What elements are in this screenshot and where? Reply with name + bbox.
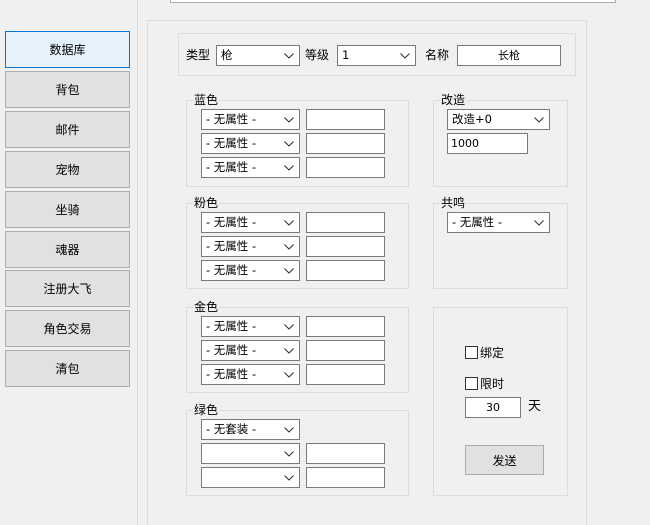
filter-bar (178, 33, 576, 76)
name-label: 名称 (425, 48, 450, 62)
chevron-down-icon (284, 372, 294, 378)
limit-checkbox[interactable] (465, 377, 478, 390)
days-input[interactable]: 30 (465, 397, 521, 418)
chevron-down-icon (534, 220, 544, 226)
blue-attr-select-3[interactable]: - 无属性 - (201, 157, 300, 178)
resonance-group-title: 共鸣 (440, 196, 467, 210)
bind-label[interactable]: 绑定 (480, 346, 505, 360)
chevron-down-icon (284, 427, 294, 433)
sidebar-item-backpack[interactable]: 背包 (5, 71, 130, 108)
pink-attr-select-3[interactable]: - 无属性 - (201, 260, 300, 281)
gold-attr-select-2-value: - 无属性 - (206, 343, 257, 357)
blue-value-input-2[interactable] (306, 133, 385, 154)
sidebar-item-database[interactable]: 数据库 (5, 31, 130, 68)
sidebar-item-mail[interactable]: 邮件 (5, 111, 130, 148)
chevron-down-icon (284, 268, 294, 274)
chevron-down-icon (400, 53, 410, 59)
blue-attr-select-1-value: - 无属性 - (206, 112, 257, 126)
green-group (186, 410, 409, 496)
pink-attr-select-2-value: - 无属性 - (206, 239, 257, 253)
gold-group (186, 307, 409, 393)
resonance-select-value: - 无属性 - (452, 215, 503, 229)
gold-attr-select-3-value: - 无属性 - (206, 367, 257, 381)
gold-group-title: 金色 (193, 300, 220, 314)
blue-attr-select-2[interactable]: - 无属性 - (201, 133, 300, 154)
chevron-down-icon (284, 348, 294, 354)
days-unit-label: 天 (528, 399, 542, 414)
chevron-down-icon (284, 53, 294, 59)
pink-group-title: 粉色 (193, 196, 220, 210)
sidebar-item-trade[interactable]: 角色交易 (5, 310, 130, 347)
sidebar-item-mount[interactable]: 坐骑 (5, 191, 130, 228)
pink-group (186, 203, 409, 289)
pink-value-input-3[interactable] (306, 260, 385, 281)
sidebar-item-clear-bag[interactable]: 清包 (5, 350, 130, 387)
pink-value-input-1[interactable] (306, 212, 385, 233)
level-select-value: 1 (342, 48, 350, 62)
green-value-input-1[interactable] (306, 443, 385, 464)
refine-value-input[interactable]: 1000 (447, 133, 528, 154)
chevron-down-icon (284, 324, 294, 330)
pink-value-input-2[interactable] (306, 236, 385, 257)
level-select[interactable]: 1 (337, 45, 416, 66)
chevron-down-icon (284, 451, 294, 457)
type-select[interactable]: 枪 (216, 45, 300, 66)
chevron-down-icon (284, 244, 294, 250)
gold-attr-select-3[interactable]: - 无属性 - (201, 364, 300, 385)
gold-value-input-3[interactable] (306, 364, 385, 385)
green-set-select-value: - 无套装 - (206, 422, 257, 436)
green-set-select[interactable]: - 无套装 - (201, 419, 300, 440)
type-label: 类型 (186, 48, 211, 62)
blue-group (186, 100, 409, 187)
blue-attr-select-1[interactable]: - 无属性 - (201, 109, 300, 130)
pink-attr-select-3-value: - 无属性 - (206, 263, 257, 277)
limit-label[interactable]: 限时 (480, 377, 505, 391)
sidebar-item-soul[interactable]: 魂器 (5, 231, 130, 268)
top-strip (170, 0, 616, 3)
green-group-title: 绿色 (193, 403, 220, 417)
refine-level-select-value: 改造+0 (452, 112, 492, 126)
chevron-down-icon (284, 165, 294, 171)
gold-attr-select-2[interactable]: - 无属性 - (201, 340, 300, 361)
refine-level-select[interactable]: 改造+0 (447, 109, 550, 130)
content-panel (147, 20, 587, 525)
resonance-select[interactable]: - 无属性 - (447, 212, 550, 233)
sidebar: 数据库 背包 邮件 宠物 坐骑 魂器 注册大飞 角色交易 清包 (0, 0, 138, 525)
send-button[interactable]: 发送 (465, 445, 544, 475)
refine-group-title: 改造 (440, 93, 467, 107)
green-attr-select-2[interactable] (201, 467, 300, 488)
green-attr-select-1[interactable] (201, 443, 300, 464)
options-group (433, 307, 568, 496)
sidebar-item-pet[interactable]: 宠物 (5, 151, 130, 188)
blue-value-input-1[interactable] (306, 109, 385, 130)
chevron-down-icon (284, 117, 294, 123)
pink-attr-select-2[interactable]: - 无属性 - (201, 236, 300, 257)
bind-checkbox[interactable] (465, 346, 478, 359)
name-input[interactable]: 长枪 (457, 45, 561, 66)
gold-value-input-1[interactable] (306, 316, 385, 337)
type-select-value: 枪 (221, 48, 233, 62)
pink-attr-select-1-value: - 无属性 - (206, 215, 257, 229)
blue-attr-select-3-value: - 无属性 - (206, 160, 257, 174)
level-label: 等级 (305, 48, 330, 62)
gold-attr-select-1-value: - 无属性 - (206, 319, 257, 333)
blue-value-input-3[interactable] (306, 157, 385, 178)
chevron-down-icon (284, 475, 294, 481)
blue-attr-select-2-value: - 无属性 - (206, 136, 257, 150)
green-value-input-2[interactable] (306, 467, 385, 488)
gold-value-input-2[interactable] (306, 340, 385, 361)
refine-group (433, 100, 568, 187)
pink-attr-select-1[interactable]: - 无属性 - (201, 212, 300, 233)
chevron-down-icon (284, 220, 294, 226)
sidebar-item-register[interactable]: 注册大飞 (5, 270, 130, 307)
chevron-down-icon (284, 141, 294, 147)
chevron-down-icon (534, 117, 544, 123)
gold-attr-select-1[interactable]: - 无属性 - (201, 316, 300, 337)
resonance-group (433, 203, 568, 289)
blue-group-title: 蓝色 (193, 93, 220, 107)
